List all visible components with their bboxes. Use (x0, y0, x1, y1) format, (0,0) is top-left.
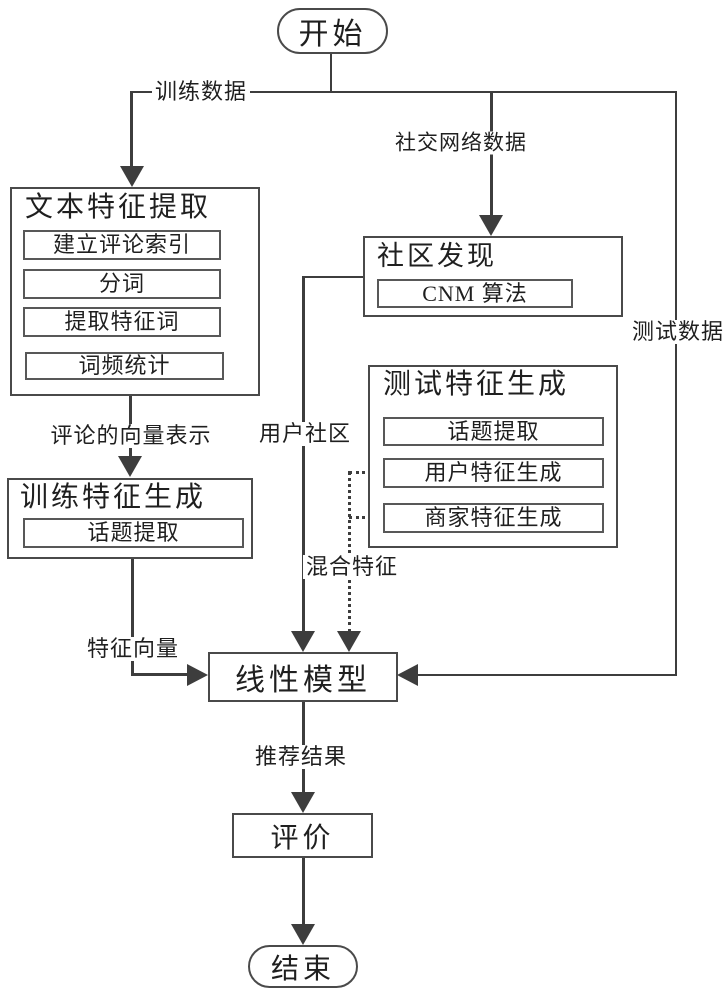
edge-label-test-data: 测试数据 (628, 320, 725, 344)
step-merchant-feature-generation: 商家特征生成 (383, 503, 604, 533)
step-topic-extraction-training: 话题提取 (23, 518, 244, 548)
edge-test-data-horizontal (417, 674, 677, 676)
step-label: 用户特征生成 (424, 460, 563, 485)
edge-end-drop (302, 857, 305, 927)
step-label: CNM 算法 (422, 280, 528, 306)
step-user-feature-generation: 用户特征生成 (383, 458, 604, 488)
edge-test-data-vertical (675, 91, 677, 676)
edge-label-training-data: 训练数据 (151, 80, 251, 104)
evaluation-node: 评价 (232, 813, 373, 858)
step-extract-feature-words: 提取特征词 (23, 307, 221, 337)
edge-label-social-network-data: 社交网络数据 (392, 131, 530, 155)
edge-training-data-drop (130, 91, 133, 169)
step-build-comment-index: 建立评论索引 (23, 230, 221, 260)
edge-social-data-drop (490, 91, 493, 218)
arrowhead-into-linear-model-left (187, 664, 208, 686)
edge-label-mixed-features: 混合特征 (302, 555, 402, 579)
edge-feature-vector-vertical (131, 548, 134, 676)
step-label: 话题提取 (87, 520, 180, 545)
end-node-label: 结束 (270, 953, 335, 985)
linear-model-label: 线性模型 (235, 664, 371, 697)
community-discovery-title: 社区发现 (377, 241, 497, 271)
arrowhead-into-evaluation (291, 792, 315, 813)
step-label: 提取特征词 (64, 309, 180, 334)
edge-feature-vector-horizontal (131, 673, 188, 676)
arrowhead-into-community-discovery (479, 215, 503, 236)
step-label: 话题提取 (447, 418, 540, 444)
step-cnm-algorithm: CNM 算法 (377, 279, 573, 308)
end-node: 结束 (248, 945, 358, 988)
edge-start-stem (330, 53, 332, 93)
arrowhead-into-text-feature-extraction (120, 166, 144, 187)
edge-label-comment-vector: 评论的向量表示 (47, 424, 215, 448)
arrowhead-into-linear-model-right (397, 664, 418, 686)
edge-label-recommendation-result: 推荐结果 (251, 745, 351, 769)
start-node: 开始 (277, 8, 388, 54)
text-feature-extraction-title: 文本特征提取 (25, 192, 212, 223)
edge-dotted-mixed-vertical (348, 471, 351, 633)
edge-user-community-vertical (302, 276, 305, 632)
step-word-segmentation: 分词 (23, 269, 221, 299)
evaluation-label: 评价 (270, 822, 335, 854)
edge-dotted-merchant-feature (349, 516, 383, 519)
edge-label-user-community: 用户社区 (255, 422, 355, 446)
arrowhead-into-linear-model-top-left (291, 631, 315, 652)
linear-model-node: 线性模型 (208, 652, 398, 702)
edge-label-feature-vector: 特征向量 (83, 637, 183, 661)
training-feature-generation-title: 训练特征生成 (20, 482, 207, 513)
test-feature-generation-title: 测试特征生成 (383, 369, 570, 400)
step-label: 分词 (98, 271, 145, 296)
step-word-frequency-stats: 词频统计 (25, 352, 224, 380)
arrowhead-into-linear-model-top-right (337, 631, 361, 652)
arrowhead-into-end (291, 924, 315, 945)
edge-community-stub (302, 276, 363, 278)
edge-dotted-user-feature (349, 471, 383, 474)
step-label: 商家特征生成 (424, 505, 563, 530)
step-topic-extraction-test: 话题提取 (383, 417, 604, 446)
edge-top-horizontal (131, 91, 677, 93)
start-node-label: 开始 (298, 18, 367, 51)
step-label: 词频统计 (78, 353, 171, 378)
arrowhead-into-training-feature-generation (118, 456, 142, 477)
step-label: 建立评论索引 (52, 232, 191, 257)
